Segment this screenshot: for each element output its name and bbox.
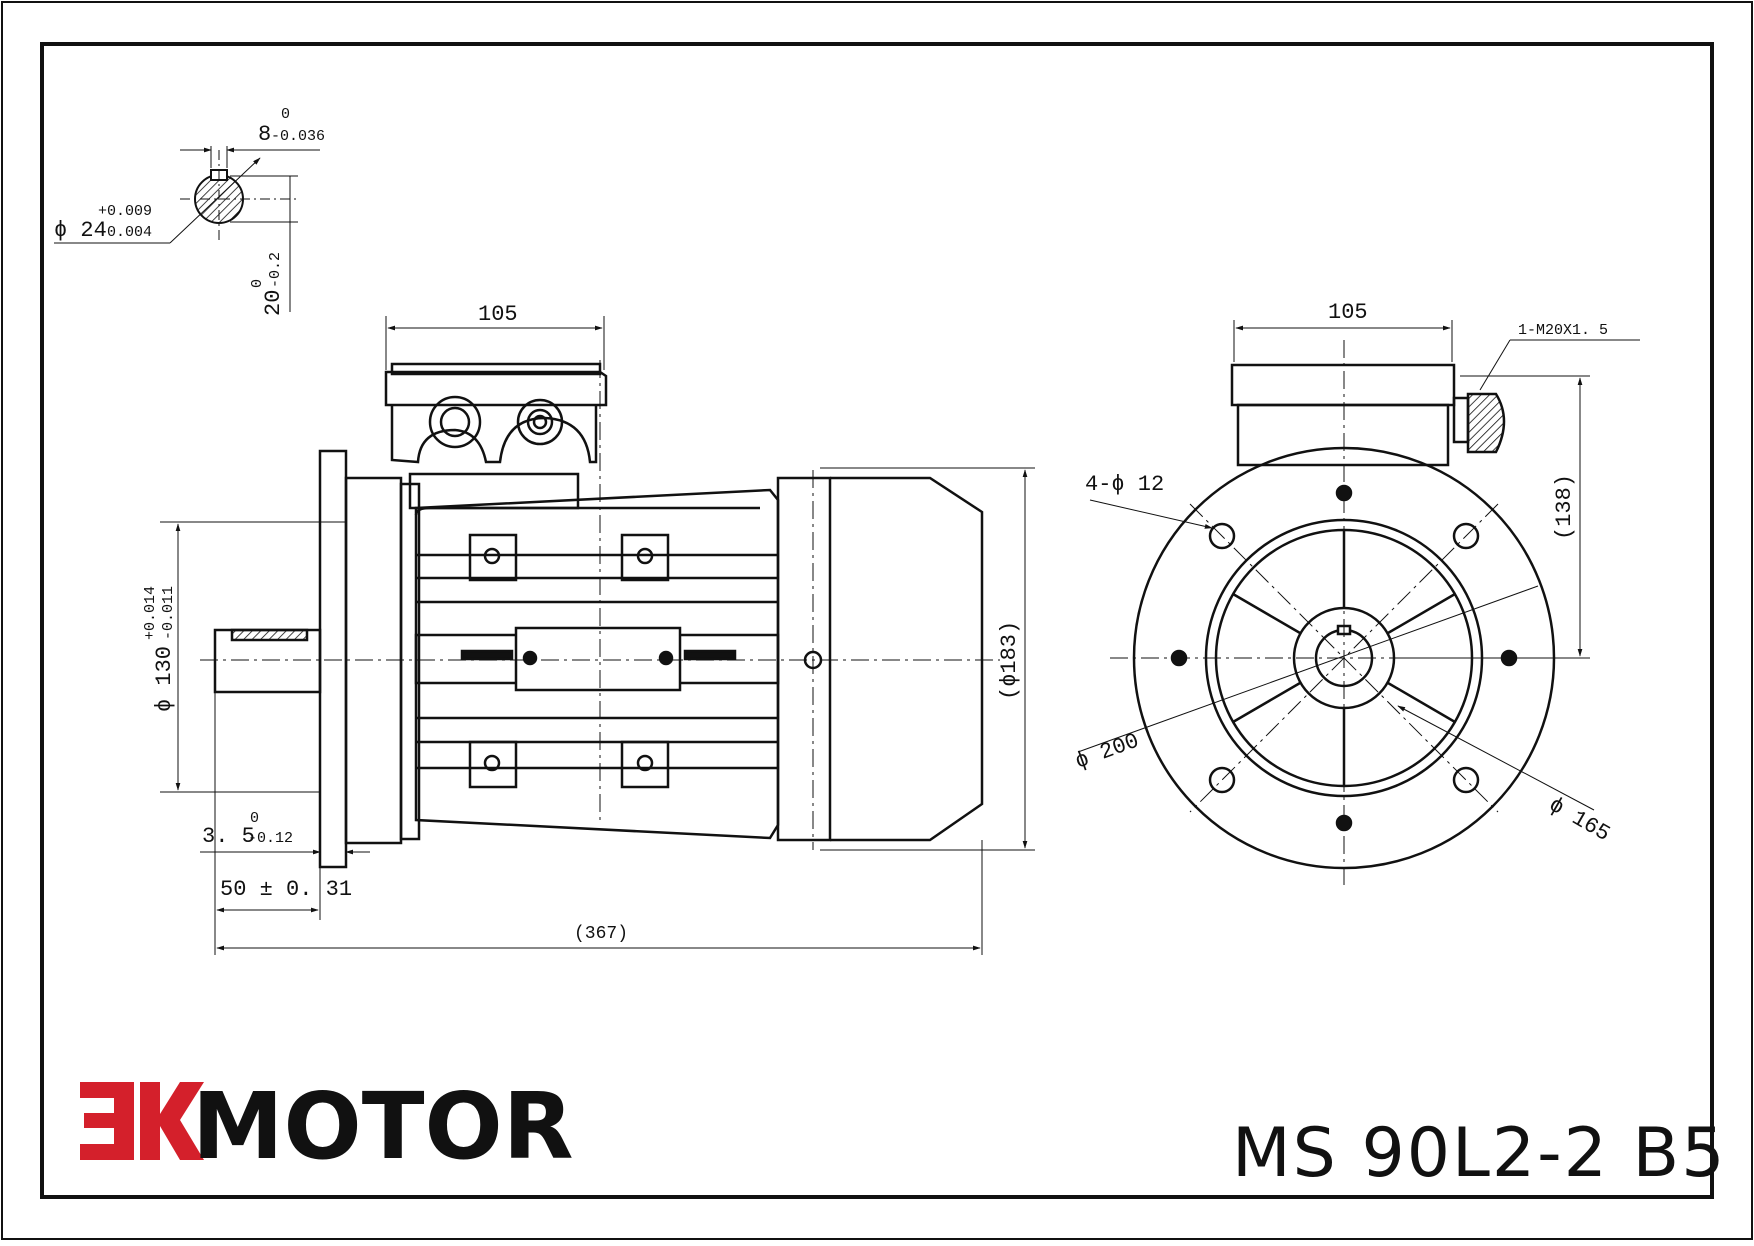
end-terminal-box-lid [1230, 363, 1456, 407]
side-view-dimensions [160, 316, 1035, 955]
flange-thickness-label: 3. 5 [202, 824, 255, 849]
flange-thickness-lower: -0.12 [248, 830, 293, 847]
side-view [200, 360, 1000, 869]
end-view [1110, 340, 1590, 885]
flange-diameter-group: ϕ 200 [1072, 729, 1143, 775]
flange-plate [318, 449, 348, 869]
frame-diameter-label: (ϕ183) [997, 621, 1022, 700]
cable-gland-label: 1-M20X1. 5 [1518, 322, 1608, 339]
spigot-upper: +0.014 [142, 586, 159, 640]
nameplate [514, 626, 682, 692]
mounting-holes-label: 4-ϕ 12 [1085, 472, 1164, 497]
spigot-diameter-label: ϕ 130 [152, 646, 177, 712]
end-view-dimensions [1077, 320, 1640, 811]
mounting-hole [1452, 522, 1480, 550]
shaft-diameter-label: ϕ 24 [54, 218, 107, 243]
frame-diameter-group: (ϕ183) [997, 621, 1022, 700]
spigot-lower: -0.011 [160, 586, 177, 640]
end-terminal-box-body [1236, 403, 1450, 467]
drawing-frame [40, 42, 1714, 1199]
shaft-key-detail [54, 146, 320, 312]
mounting-hole [1452, 766, 1480, 794]
lug-top-left [468, 533, 518, 582]
side-terminal-box-width: 105 [478, 302, 518, 327]
key-height-group: 20 0 -0.2 [249, 252, 286, 316]
mounting-hole [1208, 766, 1236, 794]
lug-top-right [620, 533, 670, 582]
pcd-group: ϕ 165 [1545, 792, 1615, 847]
shaft-diameter-lower: -0.004 [98, 224, 152, 241]
brand-name: MOTOR [192, 1073, 574, 1180]
height-group: (138) [1552, 474, 1577, 540]
terminal-box-body [390, 405, 598, 464]
model-number: MS 90L2-2 B5 [1232, 1114, 1726, 1193]
spigot-group: ϕ 130 +0.014 -0.011 [142, 586, 177, 712]
key-width-lower: -0.036 [271, 128, 325, 145]
key-height-lower: -0.2 [267, 252, 284, 288]
cable-entry-left [428, 395, 482, 449]
pcd-label: ϕ 165 [1545, 792, 1615, 847]
terminal-box-lid [384, 370, 608, 407]
overall-length-label: (367) [574, 924, 628, 944]
shaft-diameter-upper: +0.009 [98, 203, 152, 220]
fan-cover [830, 476, 984, 842]
cable-gland [1466, 392, 1506, 454]
flange-thickness-upper: 0 [250, 810, 259, 827]
ek-logo-mark [80, 1082, 204, 1160]
key-width-upper: 0 [281, 106, 290, 123]
fan-cover-ring [776, 476, 832, 842]
flange-diameter-label: ϕ 200 [1072, 729, 1143, 775]
shaft-length-label: 50 ± 0. 31 [220, 877, 352, 902]
key-height-upper: 0 [249, 279, 266, 288]
cable-entry-right [516, 398, 564, 446]
lug-bottom-right [620, 740, 670, 789]
end-terminal-box-width: 105 [1328, 300, 1368, 325]
mounting-hole [1208, 522, 1236, 550]
height-to-center-label: (138) [1552, 474, 1577, 540]
key-width-label: 8 [258, 122, 271, 147]
lug-bottom-left [468, 740, 518, 789]
key-height-label: 20 [261, 290, 286, 316]
